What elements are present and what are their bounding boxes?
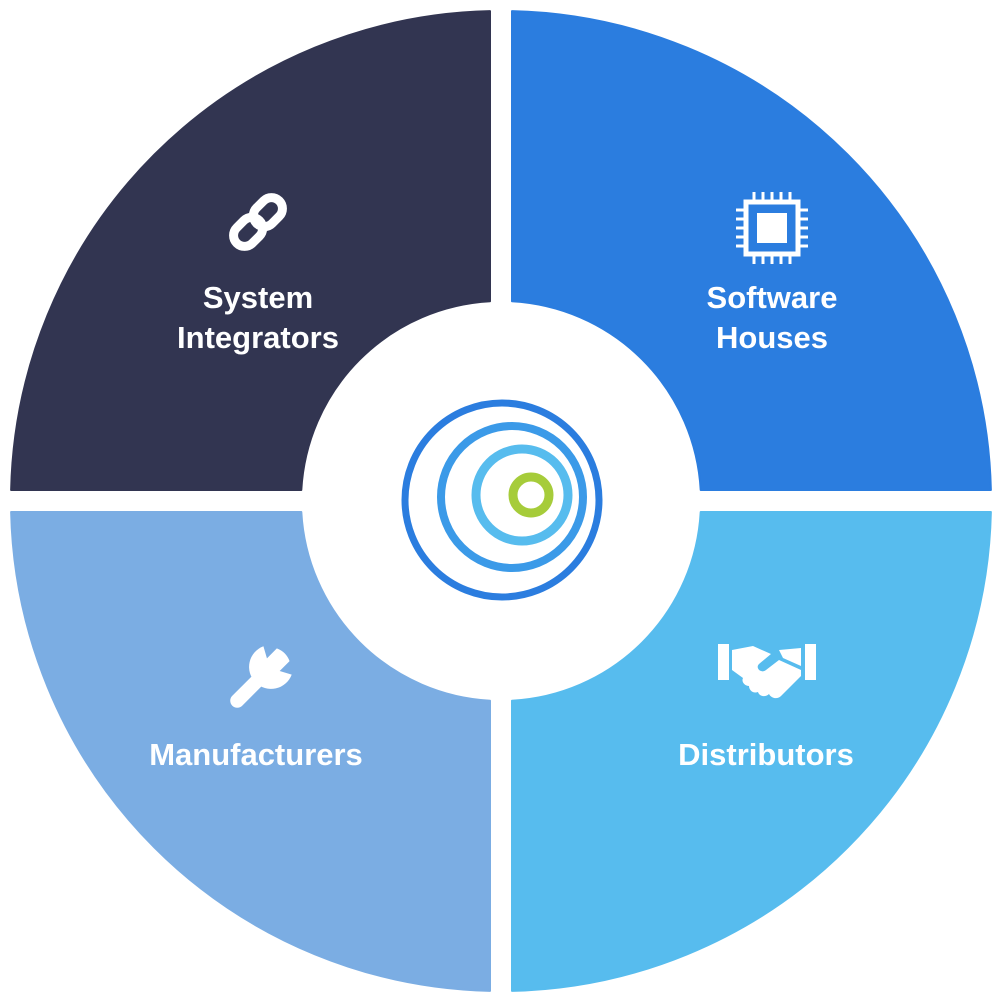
- ring-third: [471, 444, 573, 546]
- link-icon: [229, 193, 287, 251]
- segment-system-integrators: [10, 10, 491, 491]
- label-system-integrators-line2: Integrators: [177, 320, 339, 355]
- segment-manufacturers: [10, 511, 491, 992]
- handshake-icon: [718, 644, 816, 699]
- segment-distributors: [511, 511, 992, 992]
- wrench-icon: [230, 646, 292, 708]
- label-system-integrators-line1: System: [203, 280, 313, 315]
- segments-layer: [10, 10, 992, 992]
- ring-inner: [508, 472, 554, 518]
- label-software-houses-line2: Houses: [716, 320, 828, 355]
- ring-outer: [401, 399, 603, 601]
- label-distributors: Distributors: [678, 737, 854, 772]
- label-software-houses-line1: Software: [707, 280, 838, 315]
- segment-software-houses: [511, 10, 992, 491]
- ring-second: [437, 422, 587, 572]
- label-manufacturers: Manufacturers: [149, 737, 363, 772]
- target-rings-icon: [401, 399, 603, 601]
- chip-icon: [736, 192, 808, 264]
